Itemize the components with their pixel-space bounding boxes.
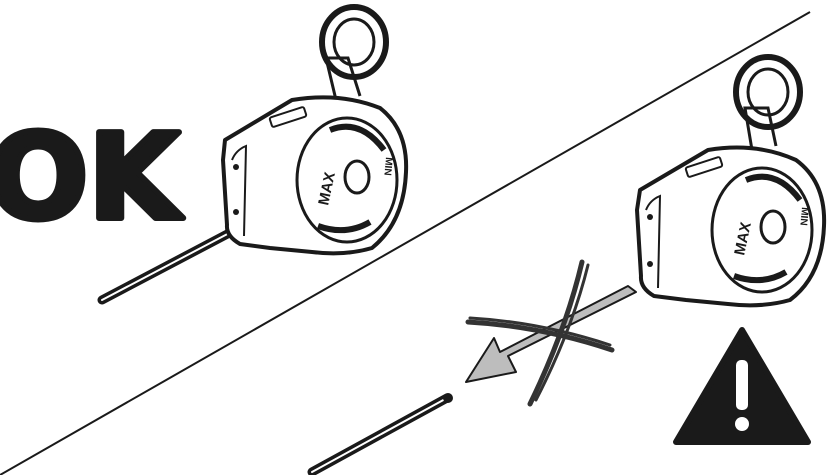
dial-min-label: MIN [797, 207, 810, 226]
device-correct: MAX MIN [97, 4, 409, 305]
dial-correct: MAX MIN [295, 116, 399, 244]
cable-detached [307, 393, 453, 475]
warning-icon [673, 327, 811, 445]
device-wrong: MAX MIN [635, 54, 827, 308]
ring-handle-wrong [733, 54, 803, 151]
ring-handle-correct [319, 4, 389, 101]
ok-label: OK [0, 108, 184, 246]
cable-correct [97, 225, 240, 305]
dial-wrong: MAX MIN [710, 166, 814, 294]
cross-mark [465, 259, 615, 407]
dial-max-label: MAX [315, 171, 339, 207]
dial-max-label: MAX [731, 221, 755, 257]
divider-line [0, 11, 811, 475]
dial-min-label: MIN [381, 157, 394, 176]
